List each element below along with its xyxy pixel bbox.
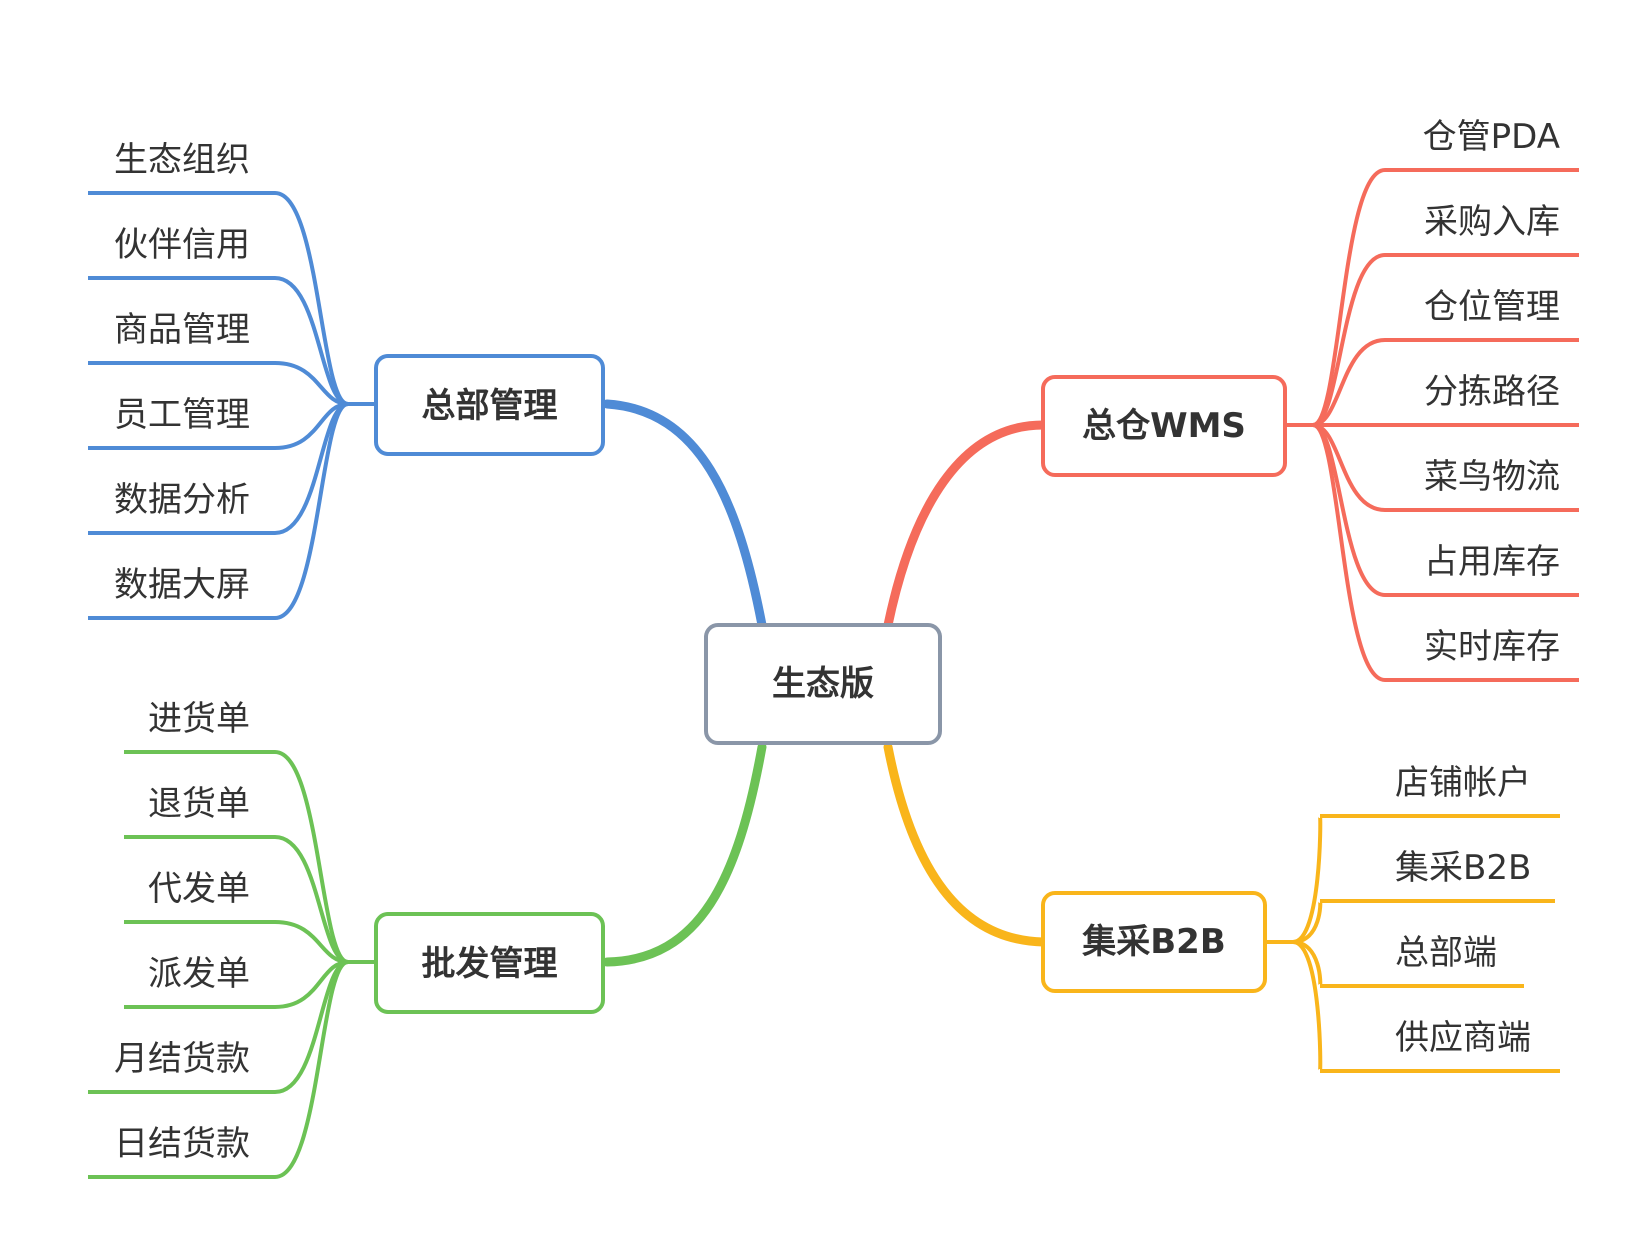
- branch-box-wms: [1041, 375, 1287, 477]
- leaf-connector: [274, 402, 349, 620]
- root-box: [704, 623, 942, 745]
- root-label: 生态版: [772, 664, 874, 704]
- leaf-label-hq[interactable]: 数据分析: [114, 480, 250, 520]
- branch-node-hq[interactable]: 总部管理: [374, 354, 605, 456]
- branch-box-b2b: [1041, 891, 1267, 993]
- branch-node-wms[interactable]: 总仓WMS: [1041, 375, 1287, 477]
- leaf-label-hq[interactable]: 员工管理: [114, 395, 250, 435]
- leaf-connector: [1292, 940, 1323, 1073]
- leaf-label-wms[interactable]: 实时库存: [1424, 627, 1560, 667]
- branch-node-b2b[interactable]: 集采B2B: [1041, 891, 1267, 993]
- leaf-label-wholesale[interactable]: 退货单: [148, 784, 250, 824]
- branch-label-hq: 总部管理: [422, 386, 558, 426]
- branch-node-wholesale[interactable]: 批发管理: [374, 912, 605, 1014]
- leaf-connector: [1312, 253, 1386, 427]
- trunk-connector-wholesale: [602, 742, 767, 967]
- leaf-connector: [274, 361, 349, 406]
- root-node[interactable]: 生态版: [704, 623, 942, 745]
- leaf-label-b2b[interactable]: 集采B2B: [1395, 848, 1531, 888]
- leaf-connector: [274, 750, 349, 964]
- leaf-connector: [274, 960, 349, 1094]
- leaf-connector: [1292, 940, 1323, 988]
- branch-label-wms: 总仓WMS: [1082, 406, 1246, 446]
- leaf-label-hq[interactable]: 数据大屏: [114, 565, 250, 605]
- leaf-label-hq[interactable]: 商品管理: [114, 310, 250, 350]
- trunk-connector-wms: [883, 420, 1048, 630]
- leaf-label-wms[interactable]: 仓位管理: [1424, 287, 1560, 327]
- leaf-label-hq[interactable]: 生态组织: [114, 140, 250, 180]
- leaf-label-wms[interactable]: 采购入库: [1424, 202, 1560, 242]
- leaf-label-b2b[interactable]: 总部端: [1395, 933, 1497, 973]
- leaf-connector: [274, 402, 349, 535]
- leaf-label-wms[interactable]: 占用库存: [1424, 542, 1560, 582]
- leaf-label-wholesale[interactable]: 日结货款: [114, 1124, 250, 1164]
- leaf-connector: [1312, 338, 1386, 427]
- leaf-label-wms[interactable]: 菜鸟物流: [1424, 457, 1560, 497]
- leaf-connector: [1292, 899, 1323, 944]
- leaf-connector: [1312, 168, 1386, 427]
- leaf-label-wholesale[interactable]: 代发单: [148, 869, 250, 909]
- leaf-label-wholesale[interactable]: 进货单: [148, 699, 250, 739]
- branch-label-wholesale: 批发管理: [422, 944, 558, 984]
- leaf-connector: [274, 191, 349, 406]
- leaf-label-wms[interactable]: 分拣路径: [1424, 372, 1560, 412]
- leaf-label-b2b[interactable]: 店铺帐户: [1395, 763, 1531, 803]
- trunk-connector-b2b: [883, 742, 1048, 947]
- leaf-connector: [1312, 423, 1386, 682]
- leaf-label-wms[interactable]: 仓管PDA: [1423, 117, 1560, 157]
- leaf-connector: [274, 960, 349, 1179]
- leaf-label-hq[interactable]: 伙伴信用: [114, 225, 250, 265]
- leaf-connector: [274, 276, 349, 406]
- leaf-connector: [1292, 814, 1323, 944]
- leaf-connector: [274, 920, 349, 964]
- branch-box-wholesale: [374, 912, 605, 1014]
- leaf-connector: [274, 835, 349, 964]
- leaf-label-wholesale[interactable]: 派发单: [148, 954, 250, 994]
- branch-label-b2b: 集采B2B: [1081, 922, 1226, 962]
- leaf-label-wholesale[interactable]: 月结货款: [114, 1039, 250, 1079]
- branch-box-hq: [374, 354, 605, 456]
- leaf-label-b2b[interactable]: 供应商端: [1395, 1018, 1531, 1058]
- trunk-connector-hq: [602, 399, 767, 630]
